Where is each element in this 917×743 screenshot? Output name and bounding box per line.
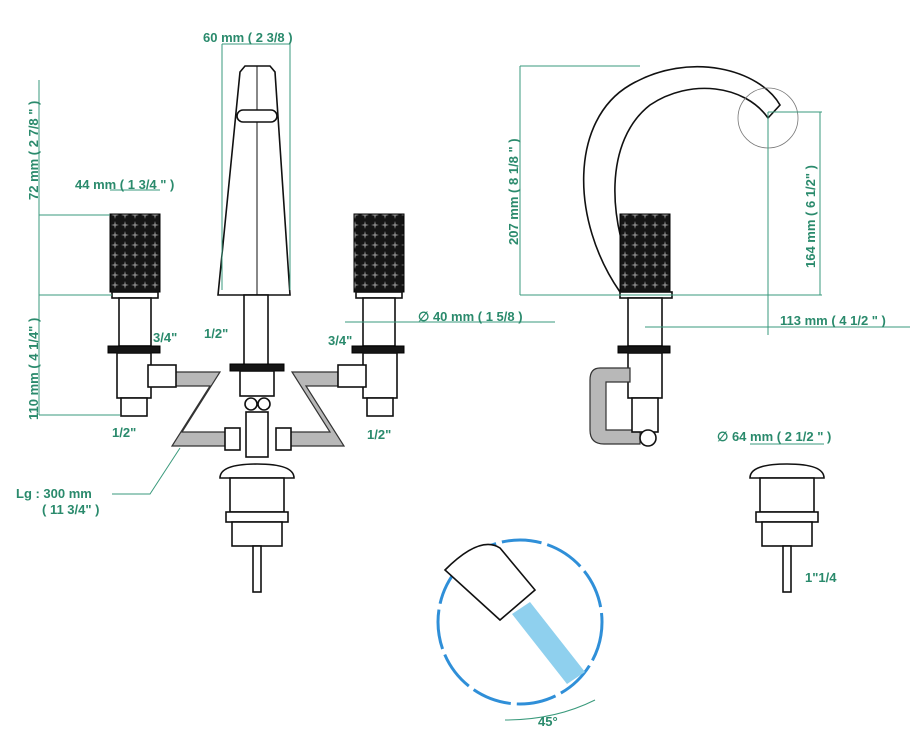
side-drain xyxy=(749,463,825,593)
spout-width-label: 60 mm ( 2 3/8 ) xyxy=(203,30,293,45)
diameter-symbol: ∅ xyxy=(418,309,429,324)
hose-length-label: Lg : 300 mm xyxy=(16,486,92,501)
side-spout xyxy=(582,65,799,447)
angle-label: 45° xyxy=(538,714,558,729)
right-handle xyxy=(337,213,405,417)
hole-diameter-label: ∅ 40 mm ( 1 5/8 ) xyxy=(418,309,523,324)
handle-width-label: 44 mm ( 1 3/4 " ) xyxy=(75,177,174,192)
front-spout xyxy=(217,65,291,458)
left-handle xyxy=(107,213,177,417)
drain-diameter-value: 64 mm ( 2 1/2 " ) xyxy=(732,429,831,444)
left-inlet-label: 1/2" xyxy=(112,425,136,440)
total-height-label: 207 mm ( 8 1/8 " ) xyxy=(506,138,521,245)
front-drain xyxy=(219,463,295,593)
handle-height-label: 72 mm ( 2 7/8 " ) xyxy=(26,101,41,200)
right-inlet-label: 1/2" xyxy=(367,427,391,442)
spout-height-label: 164 mm ( 6 1/2" ) xyxy=(803,165,818,268)
drain-diameter-label: ∅ 64 mm ( 2 1/2 " ) xyxy=(717,429,831,444)
left-outlet-label: 3/4" xyxy=(153,330,177,345)
body-height-label: 110 mm ( 4 1/4" ) xyxy=(26,318,41,420)
hose-length-inch-label: ( 11 3/4" ) xyxy=(42,502,99,517)
diameter-symbol: ∅ xyxy=(717,429,728,444)
dimension-lines xyxy=(38,43,910,495)
spout-reach-label: 113 mm ( 4 1/2 " ) xyxy=(780,313,886,328)
center-inlet-label: 1/2" xyxy=(204,326,228,341)
right-outlet-label: 3/4" xyxy=(328,333,352,348)
hole-diameter-value: 40 mm ( 1 5/8 ) xyxy=(433,309,523,324)
drain-thread-label: 1"1/4 xyxy=(805,570,837,585)
angle-detail xyxy=(436,538,604,721)
hoses xyxy=(170,371,346,451)
